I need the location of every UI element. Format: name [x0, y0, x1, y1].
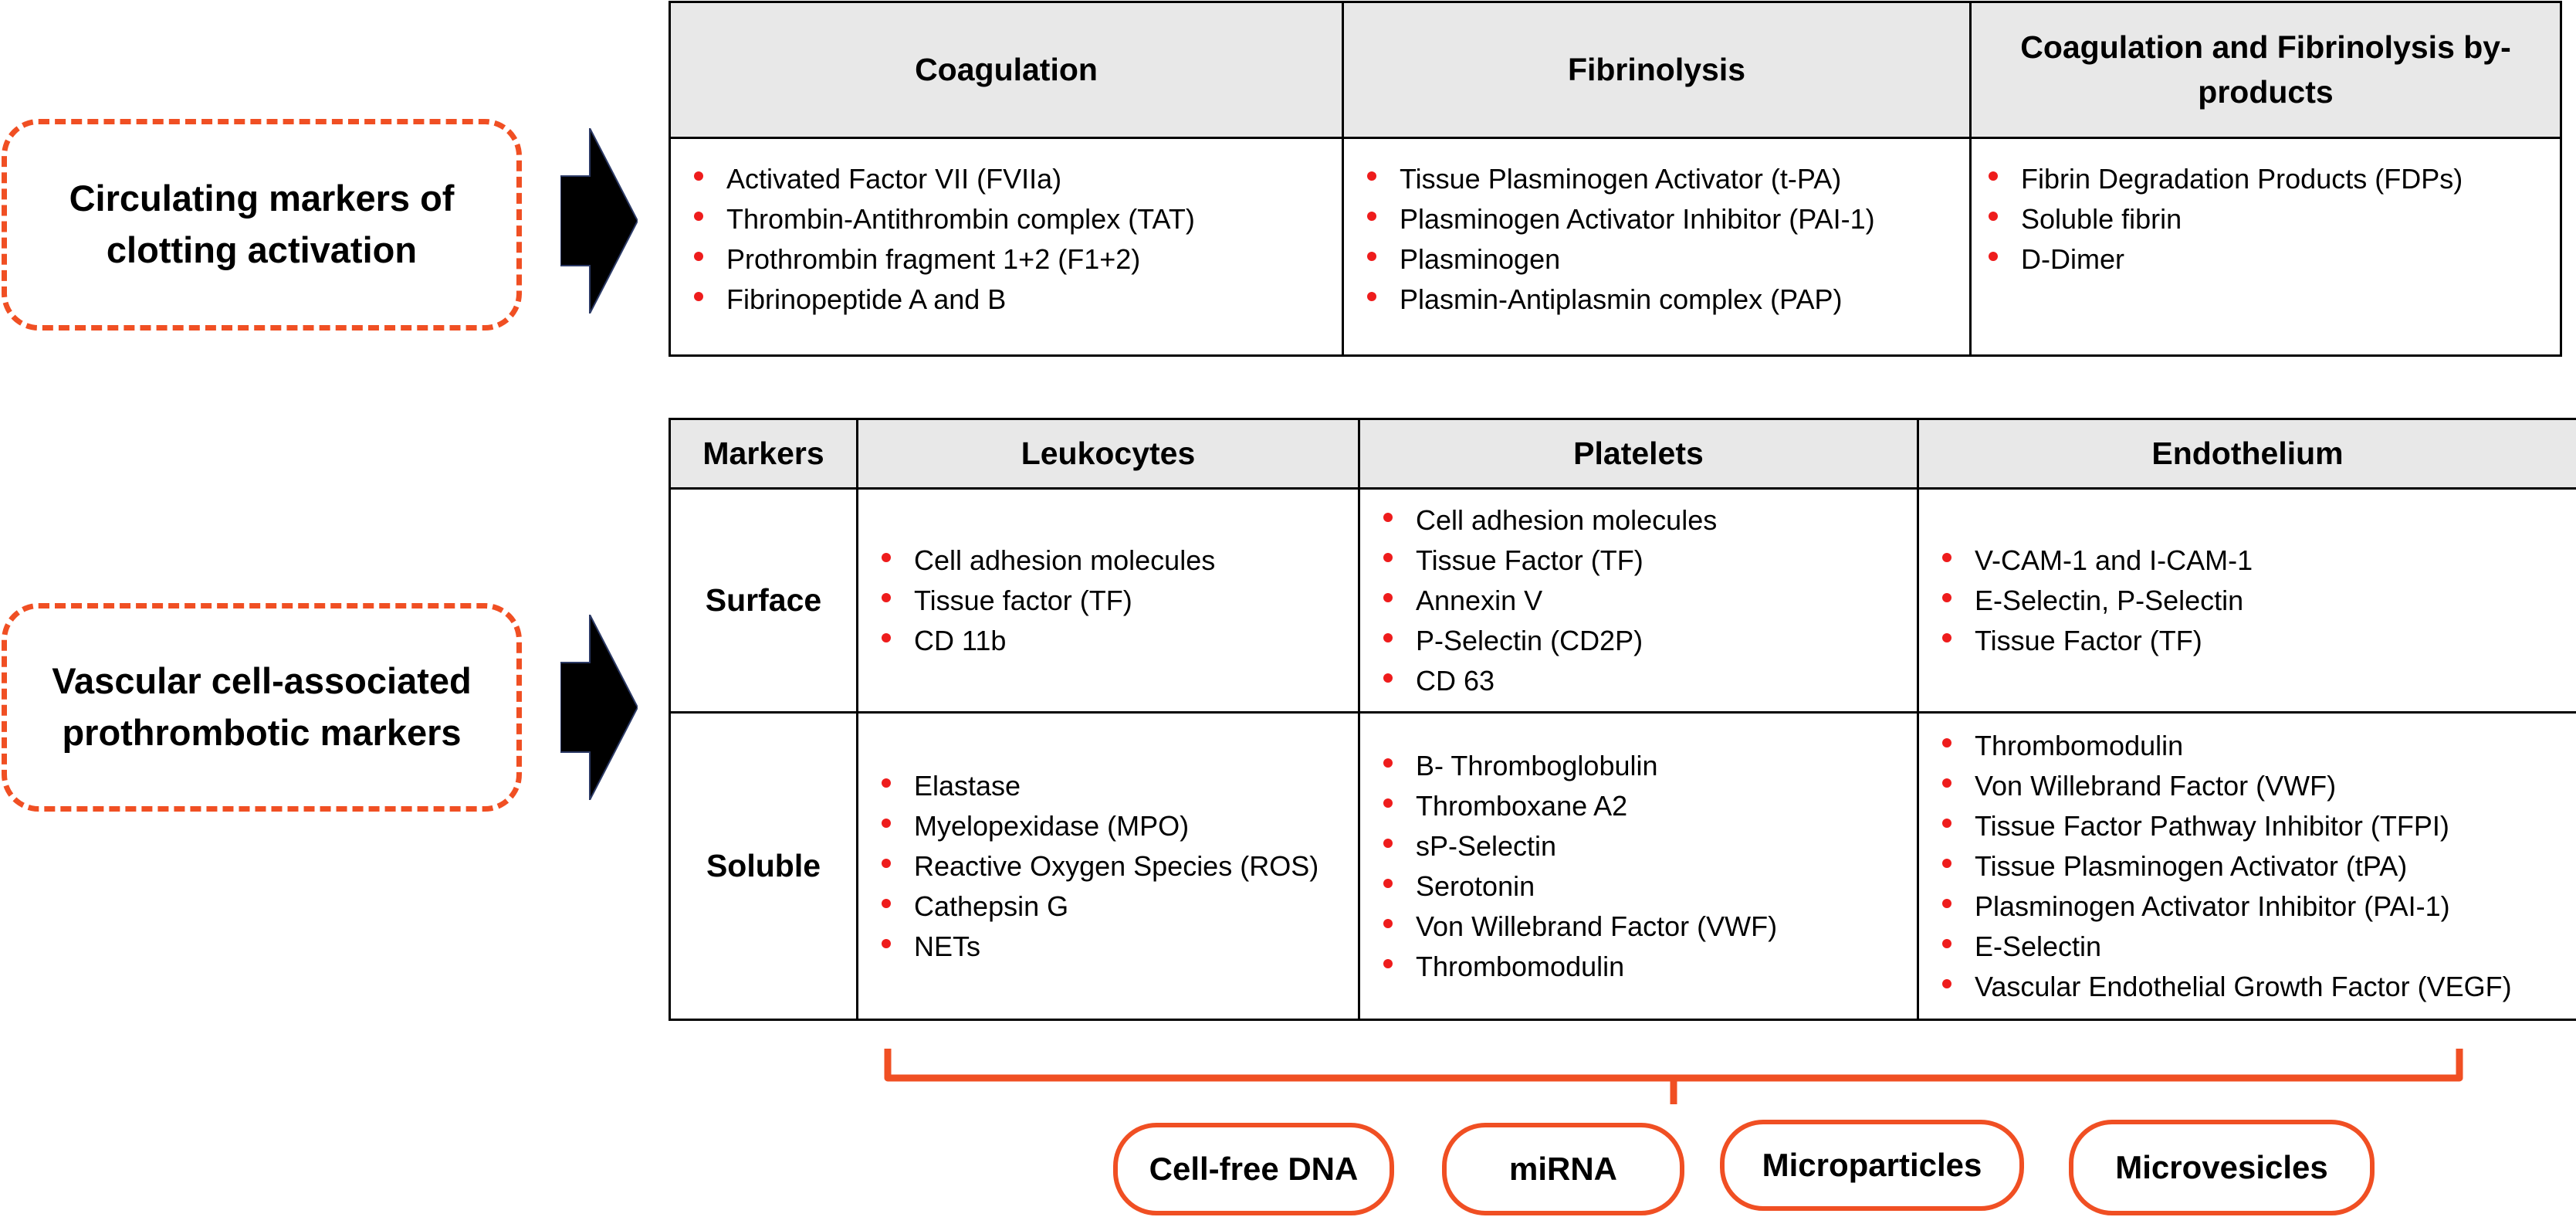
- header-platelets: Platelets: [1358, 418, 1919, 490]
- list-item: Thromboxane A2: [1383, 786, 1917, 826]
- list-item: Cell adhesion molecules: [1383, 500, 1917, 541]
- row-label-soluble: Soluble: [669, 711, 858, 1021]
- list-item: CD 63: [1383, 661, 1917, 701]
- cell-surface-platelets: Cell adhesion molecules Tissue Factor (T…: [1358, 487, 1919, 714]
- list-item: Plasminogen Activator Inhibitor (PAI-1): [1942, 886, 2576, 927]
- clotting-activation-label: Circulating markers of clotting activati…: [69, 178, 455, 270]
- coagulation-list: Activated Factor VII (FVIIa) Thrombin-An…: [671, 159, 1342, 320]
- list-item: Vascular Endothelial Growth Factor (VEGF…: [1942, 967, 2576, 1007]
- list-item: Tissue Plasminogen Activator (tPA): [1942, 846, 2576, 886]
- list-item: Plasminogen: [1367, 239, 1969, 280]
- header-markers: Markers: [669, 418, 858, 490]
- list-item: Tissue Plasminogen Activator (t-PA): [1367, 159, 1969, 199]
- cell-soluble-leukocytes: Elastase Myelopexidase (MPO) Reactive Ox…: [856, 711, 1360, 1021]
- cell-by-products: Fibrin Degradation Products (FDPs) Solub…: [1969, 137, 2562, 357]
- prothrombotic-markers-table: Markers Leukocytes Platelets Endothelium…: [669, 418, 2576, 1021]
- row-label-surface: Surface: [669, 487, 858, 714]
- cell-coagulation: Activated Factor VII (FVIIa) Thrombin-An…: [669, 137, 1344, 357]
- pill-label: miRNA: [1508, 1151, 1617, 1187]
- list-item: Soluble fibrin: [1989, 199, 2560, 239]
- pill-label: Cell-free DNA: [1149, 1151, 1359, 1187]
- list-item: Elastase: [882, 766, 1358, 806]
- list-item: Tissue Factor (TF): [1383, 541, 1917, 581]
- cell-free-dna-pill: Cell-free DNA: [1113, 1123, 1394, 1215]
- cell-soluble-platelets: B- Thromboglobulin Thromboxane A2 sP-Sel…: [1358, 711, 1919, 1021]
- cell-fibrinolysis: Tissue Plasminogen Activator (t-PA) Plas…: [1342, 137, 1972, 357]
- header-leukocytes: Leukocytes: [856, 418, 1360, 490]
- by-products-list: Fibrin Degradation Products (FDPs) Solub…: [1972, 159, 2560, 280]
- list-item: Cell adhesion molecules: [882, 541, 1358, 581]
- list-item: E-Selectin, P-Selectin: [1942, 581, 2576, 621]
- soluble-leukocytes-list: Elastase Myelopexidase (MPO) Reactive Ox…: [858, 766, 1358, 967]
- header-by-products: Coagulation and Fibrinolysis by-products: [1969, 1, 2562, 139]
- list-item: Reactive Oxygen Species (ROS): [882, 846, 1358, 886]
- soluble-endothelium-list: Thrombomodulin Von Willebrand Factor (VW…: [1919, 726, 2576, 1007]
- list-item: Annexin V: [1383, 581, 1917, 621]
- list-item: B- Thromboglobulin: [1383, 746, 1917, 786]
- mirna-pill: miRNA: [1442, 1123, 1684, 1215]
- list-item: E-Selectin: [1942, 927, 2576, 967]
- right-arrow-icon: [560, 128, 638, 314]
- microvesicles-pill: Microvesicles: [2069, 1120, 2375, 1215]
- cell-surface-endothelium: V-CAM-1 and I-CAM-1 E-Selectin, P-Select…: [1917, 487, 2576, 714]
- cell-surface-leukocytes: Cell adhesion molecules Tissue factor (T…: [856, 487, 1360, 714]
- surface-endothelium-list: V-CAM-1 and I-CAM-1 E-Selectin, P-Select…: [1919, 541, 2576, 661]
- bracket-icon: [884, 1049, 2463, 1104]
- header-endothelium: Endothelium: [1917, 418, 2576, 490]
- list-item: Myelopexidase (MPO): [882, 806, 1358, 846]
- microparticles-pill: Microparticles: [1720, 1120, 2024, 1211]
- list-item: Tissue factor (TF): [882, 581, 1358, 621]
- header-coagulation: Coagulation: [669, 1, 1344, 139]
- surface-platelets-list: Cell adhesion molecules Tissue Factor (T…: [1360, 500, 1917, 701]
- list-item: Activated Factor VII (FVIIa): [694, 159, 1342, 199]
- list-item: NETs: [882, 927, 1358, 967]
- header-fibrinolysis: Fibrinolysis: [1342, 1, 1972, 139]
- right-arrow-icon: [560, 615, 638, 800]
- list-item: CD 11b: [882, 621, 1358, 661]
- fibrinolysis-list: Tissue Plasminogen Activator (t-PA) Plas…: [1344, 159, 1969, 320]
- list-item: Prothrombin fragment 1+2 (F1+2): [694, 239, 1342, 280]
- surface-leukocytes-list: Cell adhesion molecules Tissue factor (T…: [858, 541, 1358, 661]
- list-item: Tissue Factor Pathway Inhibitor (TFPI): [1942, 806, 2576, 846]
- prothrombotic-markers-label: Vascular cell-associated prothrombotic m…: [52, 660, 472, 753]
- list-item: Cathepsin G: [882, 886, 1358, 927]
- list-item: D-Dimer: [1989, 239, 2560, 280]
- list-item: Plasminogen Activator Inhibitor (PAI-1): [1367, 199, 1969, 239]
- cell-soluble-endothelium: Thrombomodulin Von Willebrand Factor (VW…: [1917, 711, 2576, 1021]
- list-item: sP-Selectin: [1383, 826, 1917, 866]
- list-item: V-CAM-1 and I-CAM-1: [1942, 541, 2576, 581]
- clotting-activation-callout: Circulating markers of clotting activati…: [2, 119, 522, 331]
- list-item: Von Willebrand Factor (VWF): [1383, 907, 1917, 947]
- list-item: Thrombomodulin: [1942, 726, 2576, 766]
- list-item: Fibrinopeptide A and B: [694, 280, 1342, 320]
- list-item: Fibrin Degradation Products (FDPs): [1989, 159, 2560, 199]
- list-item: Thrombin-Antithrombin complex (TAT): [694, 199, 1342, 239]
- list-item: Thrombomodulin: [1383, 947, 1917, 987]
- pill-label: Microvesicles: [2115, 1149, 2328, 1185]
- list-item: P-Selectin (CD2P): [1383, 621, 1917, 661]
- soluble-platelets-list: B- Thromboglobulin Thromboxane A2 sP-Sel…: [1360, 746, 1917, 987]
- list-item: Von Willebrand Factor (VWF): [1942, 766, 2576, 806]
- prothrombotic-markers-callout: Vascular cell-associated prothrombotic m…: [2, 603, 522, 812]
- list-item: Plasmin-Antiplasmin complex (PAP): [1367, 280, 1969, 320]
- pill-label: Microparticles: [1762, 1147, 1982, 1183]
- list-item: Tissue Factor (TF): [1942, 621, 2576, 661]
- clotting-markers-table: Coagulation Fibrinolysis Coagulation and…: [669, 1, 2562, 357]
- list-item: Serotonin: [1383, 866, 1917, 907]
